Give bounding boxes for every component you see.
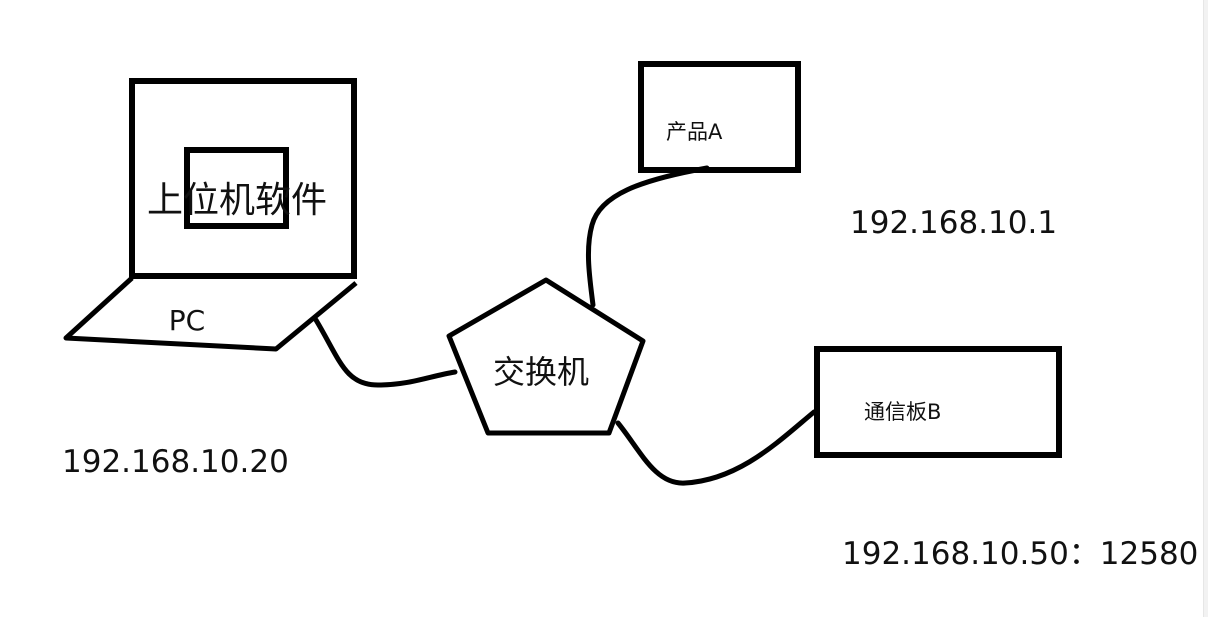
product-a-node: 产品A bbox=[638, 61, 801, 173]
switch-label: 交换机 bbox=[493, 353, 589, 391]
pc-ip: 192.168.10.20 bbox=[62, 444, 289, 480]
board-b-ip: 192.168.10.50：12580 bbox=[842, 536, 1198, 572]
pc-screen bbox=[129, 78, 357, 279]
pc-keyboard-base bbox=[63, 276, 358, 352]
product-a-label: 产品A bbox=[666, 120, 723, 144]
link-pc-switch bbox=[313, 317, 458, 388]
software-window bbox=[184, 147, 289, 229]
board-b-node: 通信板B bbox=[814, 346, 1062, 458]
link-switch-product-a bbox=[585, 165, 710, 308]
pc-laptop: 上位机软件 PC bbox=[63, 78, 358, 352]
link-switch-board-b bbox=[615, 409, 817, 486]
right-edge-strip bbox=[1203, 0, 1208, 617]
product-a-box bbox=[638, 61, 801, 173]
pc-software-label: 上位机软件 bbox=[147, 180, 327, 221]
board-b-box bbox=[814, 346, 1062, 458]
switch-pentagon bbox=[446, 277, 646, 436]
board-b-label: 通信板B bbox=[864, 400, 941, 424]
switch-node: 交换机 bbox=[446, 277, 646, 436]
pc-label: PC bbox=[169, 304, 205, 337]
product-a-ip: 192.168.10.1 bbox=[850, 205, 1057, 241]
